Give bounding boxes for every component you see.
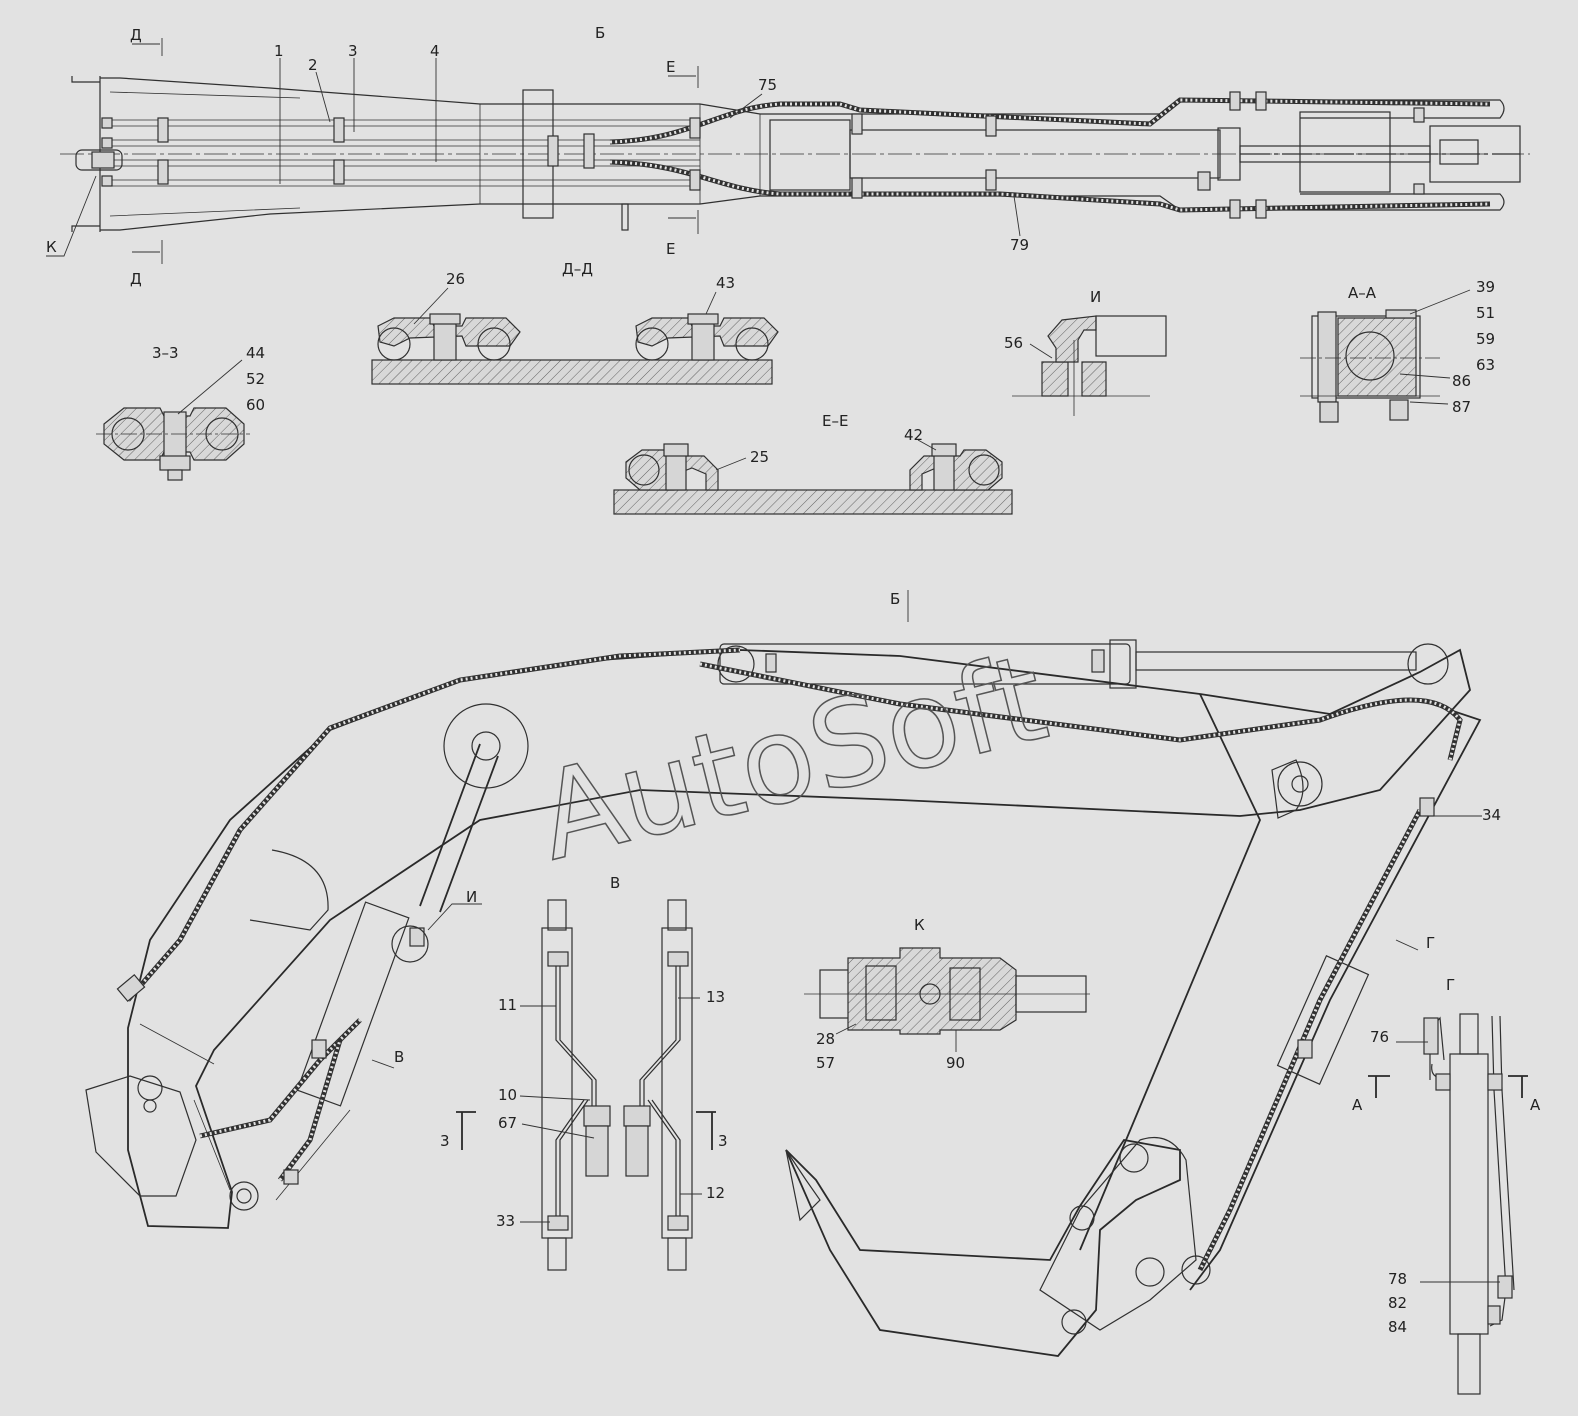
marker-a-left: А <box>1352 1096 1363 1114</box>
view-i <box>1012 315 1167 416</box>
callout-86: 86 <box>1452 372 1471 390</box>
callout-78: 78 <box>1388 1270 1407 1288</box>
callout-25: 25 <box>750 448 769 466</box>
view-v-title: В <box>610 874 620 892</box>
callout-34: 34 <box>1482 806 1501 824</box>
marker-d-bottom: Д <box>130 270 142 288</box>
view-b-title: Б <box>595 24 605 42</box>
callout-76: 76 <box>1370 1028 1389 1046</box>
marker-b-arrow: Б <box>890 590 900 608</box>
callout-13: 13 <box>706 988 725 1006</box>
callout-84: 84 <box>1388 1318 1407 1336</box>
callout-44: 44 <box>246 344 265 362</box>
callout-63: 63 <box>1476 356 1495 374</box>
callout-10: 10 <box>498 1086 517 1104</box>
side-view-excavator-boom <box>85 590 1482 1357</box>
callout-60: 60 <box>246 396 265 414</box>
marker-i: И <box>466 888 477 906</box>
callout-39: 39 <box>1476 278 1495 296</box>
callout-56: 56 <box>1004 334 1023 352</box>
callout-67: 67 <box>498 1114 517 1132</box>
callout-75: 75 <box>758 76 777 94</box>
callout-82: 82 <box>1388 1294 1407 1312</box>
marker-k: К <box>46 238 57 256</box>
marker-3-right: 3 <box>718 1132 728 1150</box>
callout-52: 52 <box>246 370 265 388</box>
callout-90: 90 <box>946 1054 965 1072</box>
marker-g-arrow: Г <box>1426 934 1435 952</box>
section-ee-title: Е–Е <box>822 412 848 430</box>
marker-e-top: Е <box>666 58 675 76</box>
marker-v-arrow: В <box>394 1048 404 1066</box>
section-aa <box>1300 289 1471 423</box>
callout-1: 1 <box>274 42 284 60</box>
callout-57: 57 <box>816 1054 835 1072</box>
marker-e-bottom: Е <box>666 240 675 258</box>
callout-12: 12 <box>706 1184 725 1202</box>
view-g <box>1368 1013 1528 1395</box>
section-33-title: 3–3 <box>152 344 179 362</box>
marker-d-top: Д <box>130 26 142 44</box>
marker-3-left: 3 <box>440 1132 450 1150</box>
callout-3: 3 <box>348 42 358 60</box>
view-k <box>804 947 1090 1052</box>
section-33 <box>96 359 250 481</box>
callout-51: 51 <box>1476 304 1495 322</box>
section-dd-title: Д–Д <box>562 260 593 278</box>
callout-42: 42 <box>904 426 923 444</box>
callout-87: 87 <box>1452 398 1471 416</box>
view-g-title: Г <box>1446 976 1455 994</box>
callout-79: 79 <box>1010 236 1029 254</box>
callout-4: 4 <box>430 42 440 60</box>
view-v <box>456 899 716 1271</box>
section-ee <box>613 439 1013 515</box>
watermark-text: AutoSoft <box>525 629 1059 889</box>
callout-2: 2 <box>308 56 318 74</box>
callout-26: 26 <box>446 270 465 288</box>
callout-11: 11 <box>498 996 517 1014</box>
section-aa-title: А–А <box>1348 284 1377 302</box>
view-k-title: К <box>914 916 925 934</box>
callout-28: 28 <box>816 1030 835 1048</box>
marker-a-right: А <box>1530 1096 1541 1114</box>
labels: Б Д Д Е Е К 1 2 3 4 75 79 Д–Д 26 43 3–3 … <box>46 24 1541 1336</box>
callout-33: 33 <box>496 1212 515 1230</box>
callout-59: 59 <box>1476 330 1495 348</box>
section-dd <box>371 287 779 385</box>
top-view-boom <box>46 38 1530 264</box>
callout-43: 43 <box>716 274 735 292</box>
view-i-title: И <box>1090 288 1101 306</box>
